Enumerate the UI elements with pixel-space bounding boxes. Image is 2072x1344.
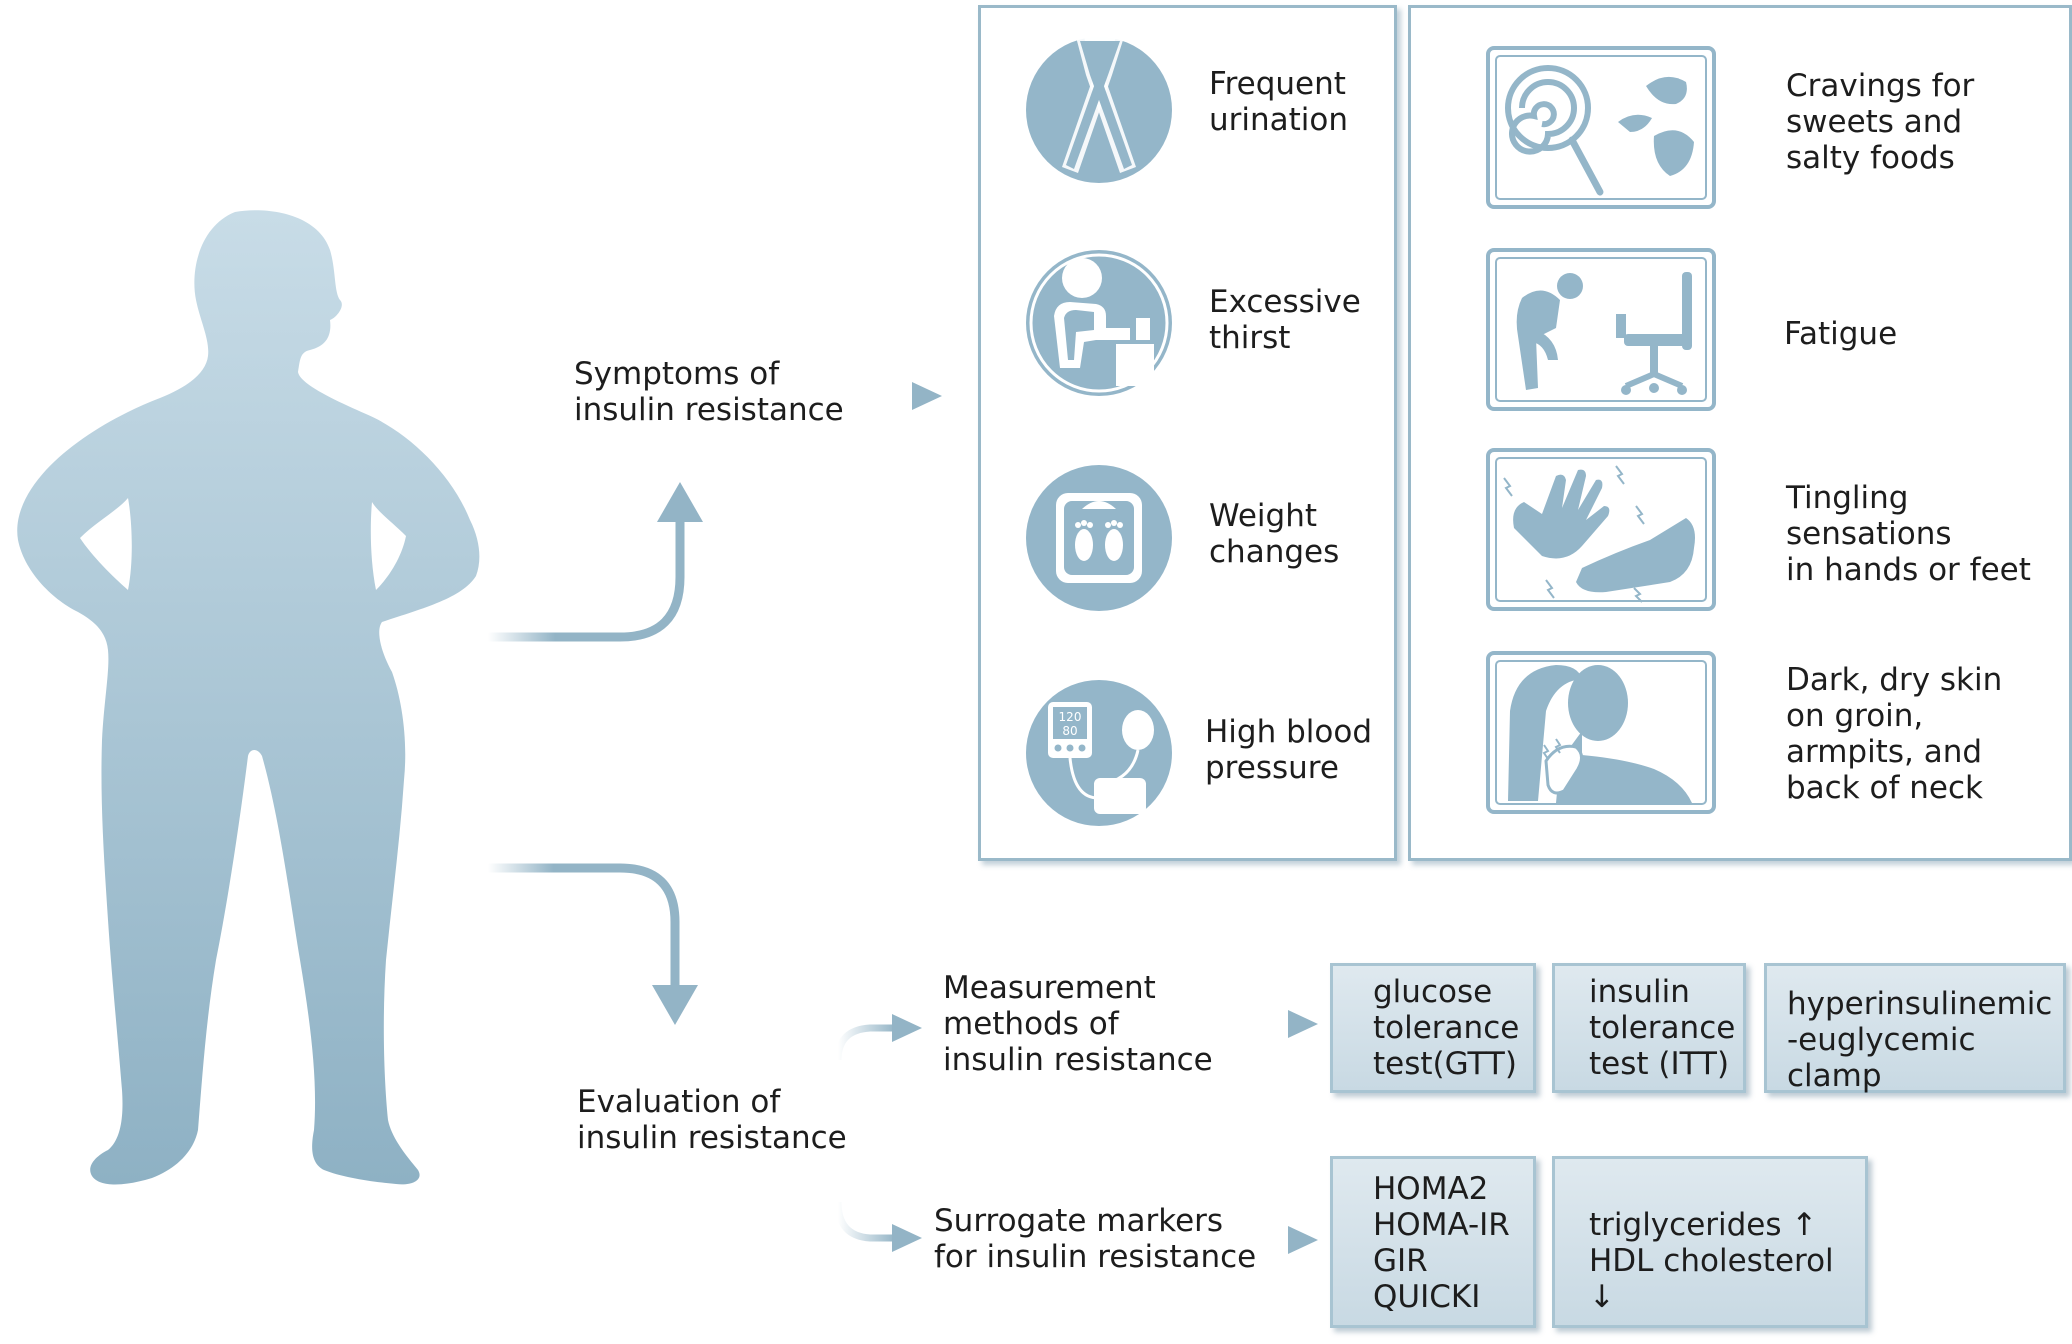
symptom-label-tingling: Tingling sensations in hands or feet xyxy=(1786,480,2031,588)
symptom-label-cravings: Cravings for sweets and salty foods xyxy=(1786,68,1975,176)
lollipop-chips-icon xyxy=(1486,46,1716,209)
svg-text:120: 120 xyxy=(1059,710,1082,724)
tired-person-chair-icon xyxy=(1486,248,1716,411)
symptom-label-fatigue: Fatigue xyxy=(1784,316,1898,352)
scale-icon xyxy=(1026,465,1172,611)
cravings-icon-box xyxy=(1486,46,1716,209)
measurement-methods-label: Measurement methods of insulin resistanc… xyxy=(943,970,1213,1078)
svg-text:80: 80 xyxy=(1062,724,1077,738)
tingling-icon-box xyxy=(1486,448,1716,611)
crossed-legs-icon xyxy=(1026,37,1172,183)
dark-skin-icon-box xyxy=(1486,651,1716,814)
person-silhouette xyxy=(17,210,480,1185)
symptom-label-urination: Frequent urination xyxy=(1209,66,1349,138)
surrogate-markers-label: Surrogate markers for insulin resistance xyxy=(934,1203,1257,1275)
blood-pressure-monitor-icon: 120 80 xyxy=(1026,680,1172,826)
itt-box: insulin tolerance test (ITT) xyxy=(1552,963,1746,1093)
symptom-label-thirst: Excessive thirst xyxy=(1209,284,1361,356)
symptom-label-blood-pressure: High blood pressure xyxy=(1205,714,1373,786)
gtt-box: glucose tolerance test(GTT) xyxy=(1330,963,1536,1093)
drinking-person-icon xyxy=(1026,250,1172,396)
symptom-panel-right: Cravings for sweets and salty foods Fati… xyxy=(1408,5,2072,861)
clamp-box: hyperinsulinemic -euglycemic clamp xyxy=(1764,963,2066,1094)
symptoms-label: Symptoms of insulin resistance xyxy=(574,356,844,428)
lipid-markers-box: triglycerides ↑ HDL cholesterol ↓ xyxy=(1552,1156,1868,1328)
evaluation-label: Evaluation of insulin resistance xyxy=(577,1084,847,1156)
homa-markers-box: HOMA2 HOMA-IR GIR QUICKI xyxy=(1330,1156,1536,1328)
symptom-label-weight: Weight changes xyxy=(1209,498,1340,570)
fatigue-icon-box xyxy=(1486,248,1716,411)
dark-skin-icon xyxy=(1486,651,1716,814)
hand-foot-tingle-icon xyxy=(1486,448,1716,611)
symptom-label-dark-skin: Dark, dry skin on groin, armpits, and ba… xyxy=(1786,662,2003,806)
symptom-panel-left: Frequent urination Excessive thirst Weig… xyxy=(978,5,1397,861)
